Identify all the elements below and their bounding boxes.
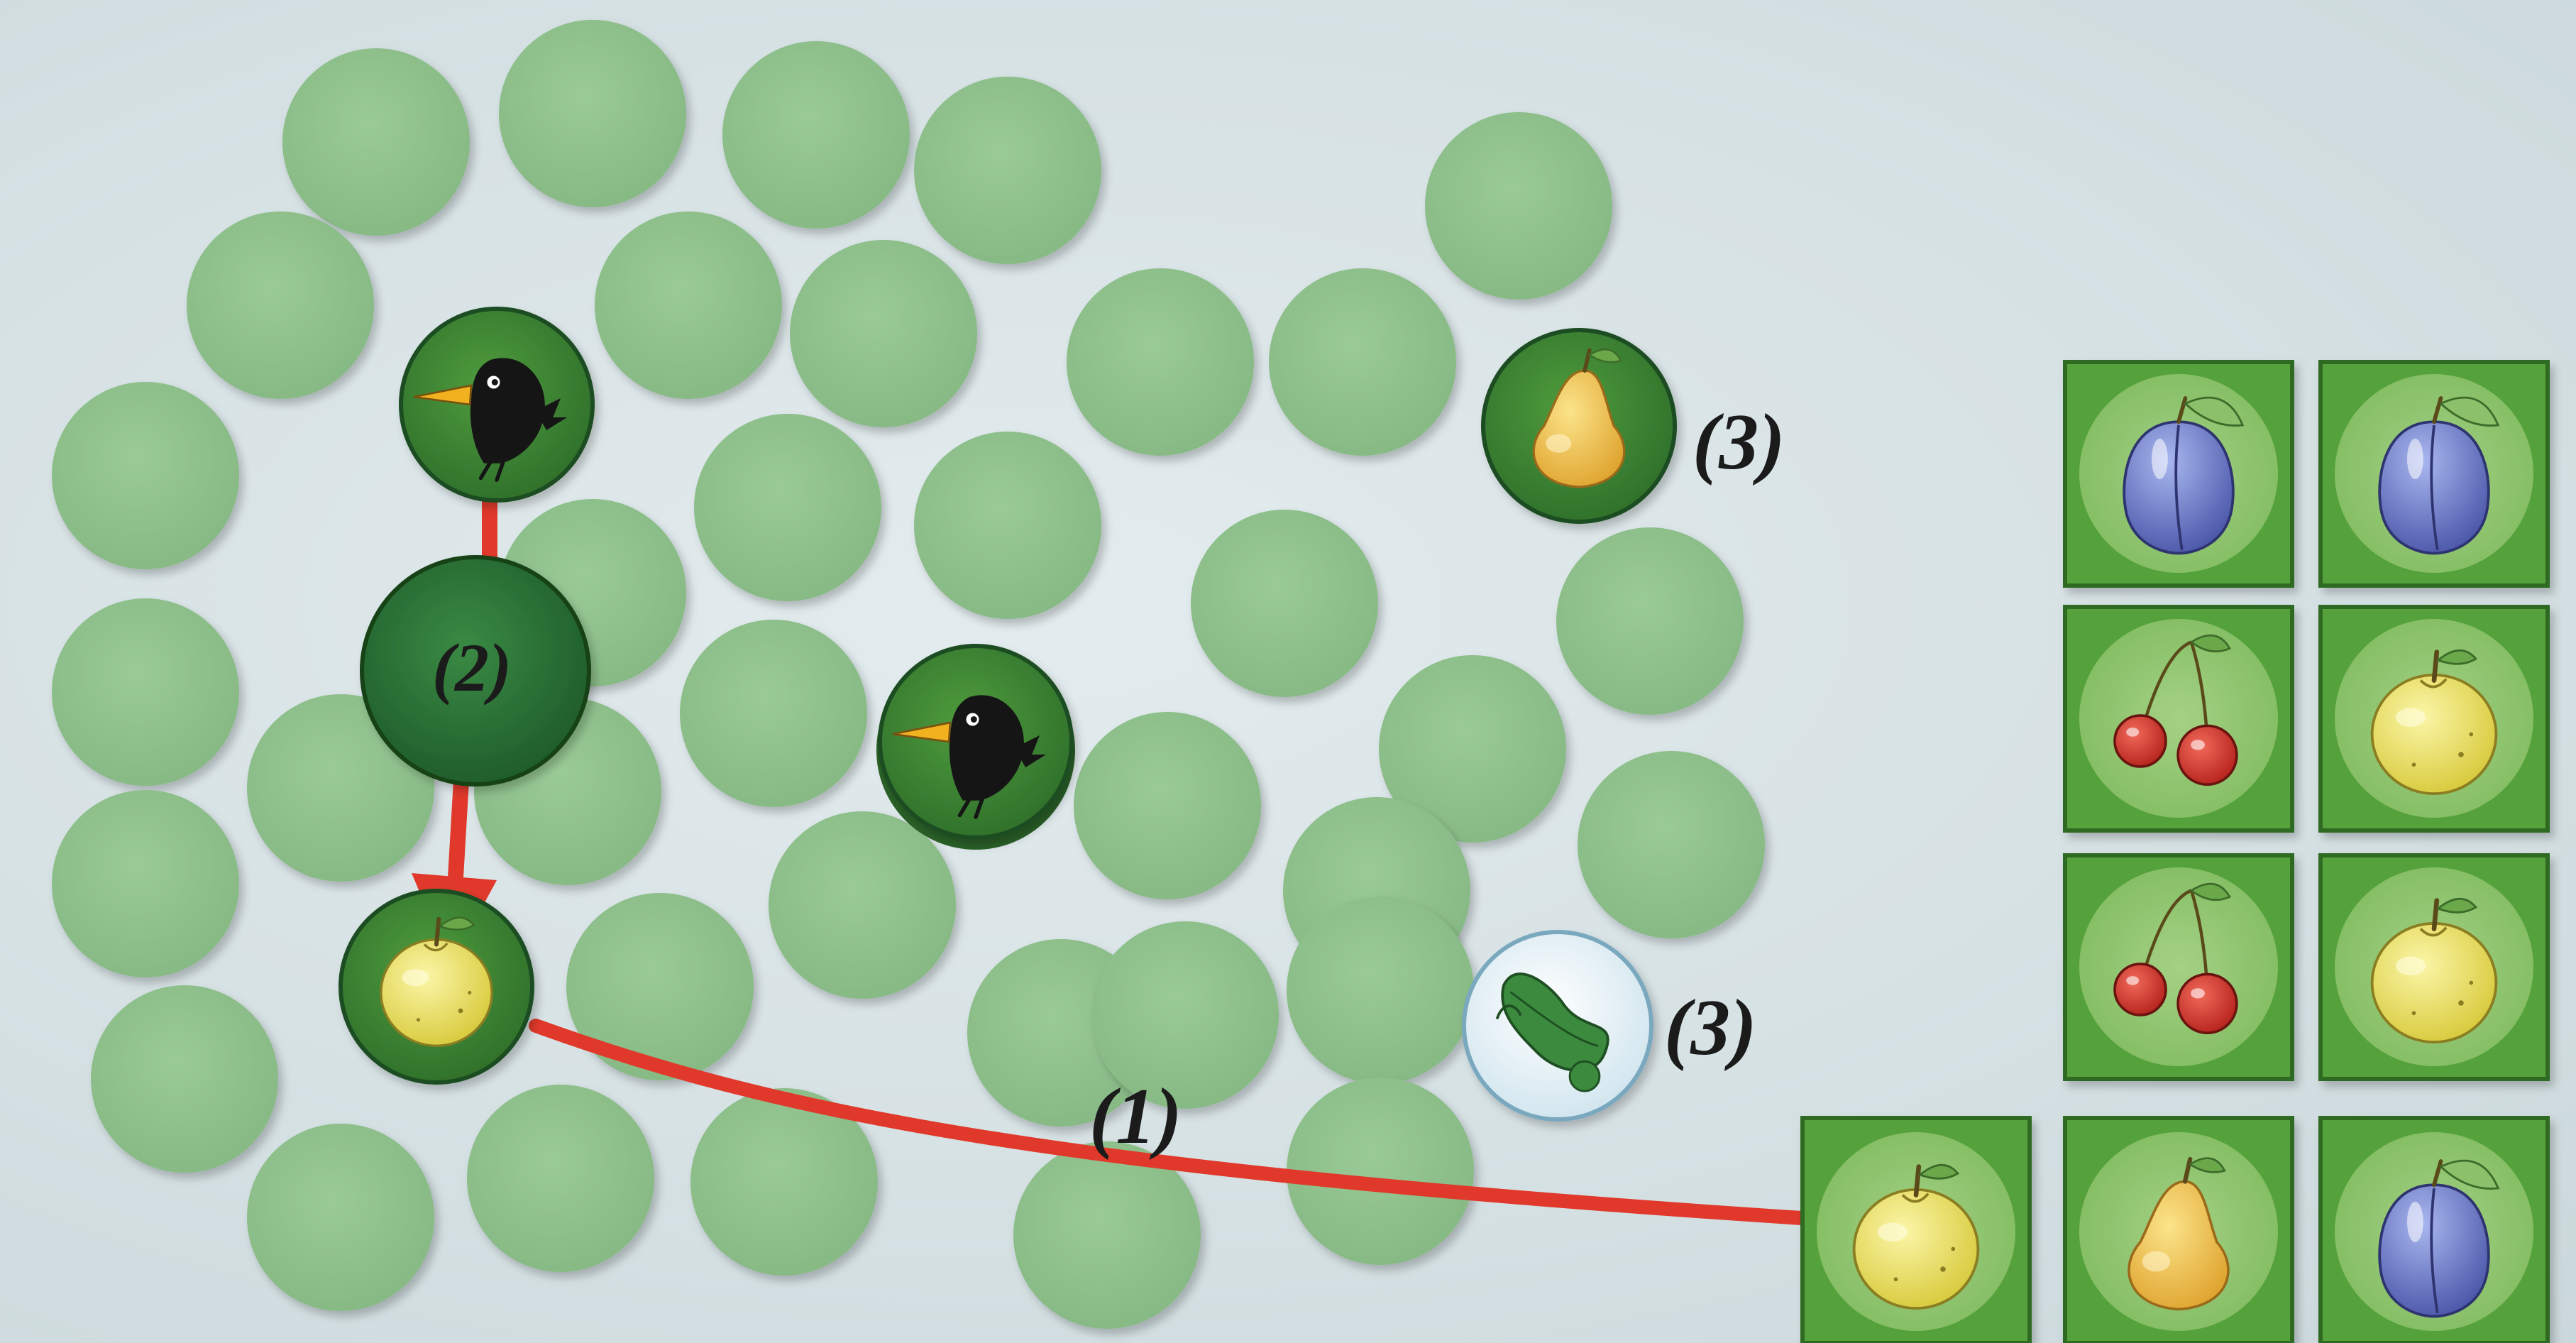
face-down-token[interactable] [694,414,881,601]
face-down-token[interactable] [1578,751,1765,938]
face-down-token[interactable] [690,1088,878,1276]
fruit-tile-cherries[interactable] [2063,853,2294,1081]
face-down-token[interactable] [1379,655,1566,843]
fruit-tile-apple[interactable] [2318,605,2550,833]
step-1-label: (1) [1089,1073,1182,1161]
face-down-token[interactable] [1013,1141,1201,1329]
face-down-token[interactable] [914,432,1101,619]
fruit-tile-apple-target[interactable] [1800,1116,2032,1343]
face-down-token[interactable] [914,77,1101,264]
revealed-leaf-token[interactable] [1462,930,1653,1122]
face-down-token[interactable] [282,48,470,236]
revealed-pear-token[interactable] [1481,328,1677,524]
fruit-tile-pear[interactable] [2063,1116,2294,1343]
fruit-tile-grid [1800,360,2550,1343]
face-down-token[interactable] [1269,268,1456,456]
face-down-token[interactable] [1067,268,1254,456]
face-down-token[interactable] [566,893,754,1080]
face-down-token[interactable] [790,240,977,427]
face-down-token[interactable] [91,985,278,1173]
face-down-token[interactable] [680,620,867,807]
face-down-token[interactable] [1556,527,1744,715]
face-down-token-field [52,20,1765,1329]
face-down-token[interactable] [1091,921,1279,1109]
selected-token[interactable]: (2) [360,555,591,786]
face-down-token[interactable] [52,598,239,786]
face-down-token[interactable] [187,212,374,399]
revealed-raven-token-top[interactable] [399,307,595,503]
apple-to-tile-arrow-shaft [529,1019,1852,1228]
fruit-tile-plum[interactable] [2063,360,2294,588]
face-down-token[interactable] [1287,897,1474,1084]
face-down-token[interactable] [467,1085,654,1272]
face-down-token[interactable] [722,41,910,229]
fruit-tile-cherries[interactable] [2063,605,2294,833]
face-down-token[interactable] [52,382,239,569]
step-2-label: (2) [432,630,512,706]
revealed-apple-token[interactable] [338,889,534,1085]
face-down-token[interactable] [1074,712,1261,899]
fruit-tile-apple[interactable] [2318,853,2550,1081]
face-down-token[interactable] [52,790,239,977]
face-down-token[interactable] [1425,112,1612,300]
face-down-token[interactable] [769,811,956,999]
face-down-token[interactable] [1287,1078,1474,1265]
step-3-pear-label: (3) [1692,398,1785,486]
face-down-token[interactable] [1191,510,1378,697]
face-down-token[interactable] [499,20,686,207]
fruit-tile-plum[interactable] [2318,1116,2550,1343]
revealed-raven-token-center[interactable] [876,644,1075,850]
face-down-token[interactable] [595,212,782,399]
fruit-tile-plum[interactable] [2318,360,2550,588]
step-3-leaf-label: (3) [1664,984,1757,1072]
face-down-token[interactable] [247,1124,434,1311]
